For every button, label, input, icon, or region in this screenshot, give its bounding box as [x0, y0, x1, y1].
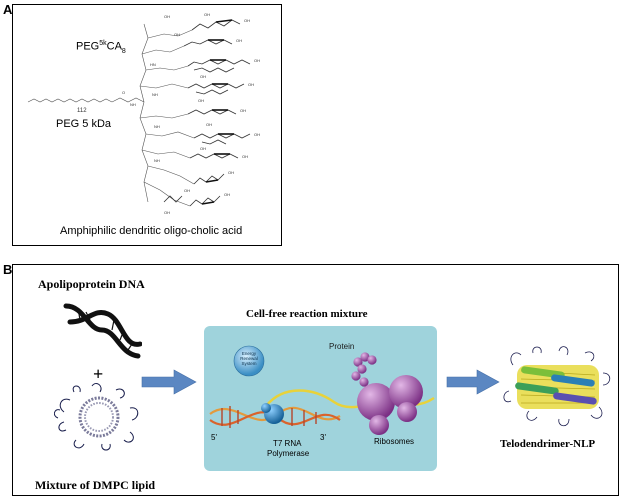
- svg-text:OH: OH: [240, 108, 246, 113]
- panel-a-letter: A: [3, 2, 13, 17]
- five-prime-label: 5': [211, 433, 217, 442]
- svg-text:OH: OH: [164, 14, 170, 19]
- svg-text:OH: OH: [248, 82, 254, 87]
- dendrimer-structure: OH OH OH OH OH OH OH OH OH OH OH OH OH OH OH OH O…: [27, 12, 260, 215]
- peg-repeat-number: 112: [77, 108, 87, 114]
- svg-text:OH: OH: [254, 132, 260, 137]
- peg-ca-title-mid: CA: [106, 40, 122, 53]
- svg-text:OH: OH: [164, 210, 170, 215]
- arrow-to-product: [446, 369, 500, 395]
- svg-text:OH: OH: [236, 38, 242, 43]
- peg-ca-title-sub: 8: [121, 47, 126, 55]
- plus-sign: +: [93, 364, 104, 384]
- product-label: Telodendrimer-NLP: [500, 438, 596, 450]
- svg-text:OH: OH: [198, 98, 204, 103]
- svg-text:NH: NH: [154, 124, 160, 129]
- svg-text:OH: OH: [206, 122, 212, 127]
- dna-label: Apolipoprotein DNA: [38, 277, 145, 291]
- svg-text:NH: NH: [152, 92, 158, 97]
- reaction-title: Cell-free reaction mixture: [246, 308, 368, 320]
- lipid-label: Mixture of DMPC lipid: [35, 478, 156, 492]
- ribosome-large-1: [357, 383, 395, 421]
- svg-text:NH: NH: [154, 158, 160, 163]
- svg-text:HN: HN: [150, 62, 156, 67]
- ribosomes-label: Ribosomes: [374, 437, 415, 446]
- polymerase-label-line2: Polymerase: [267, 449, 310, 458]
- panel-a-frame: [12, 4, 282, 246]
- arrow-to-reaction: [141, 369, 197, 395]
- reaction-illustration: [209, 345, 435, 435]
- peg-ca-title-sup: 5k: [99, 40, 107, 47]
- panel-b-letter: B: [3, 262, 13, 277]
- dna-helix-icon: [63, 303, 142, 359]
- protein-label: Protein: [329, 342, 355, 351]
- svg-text:OH: OH: [204, 12, 210, 17]
- svg-text:OH: OH: [184, 188, 190, 193]
- panel-b-frame: [12, 264, 619, 496]
- svg-text:OH: OH: [200, 146, 206, 151]
- peg-ca-title-base: PEG: [76, 40, 100, 53]
- svg-text:OH: OH: [242, 154, 248, 159]
- polymerase-label-line1: T7 RNA: [273, 439, 302, 448]
- protein-chain: [351, 352, 377, 387]
- panel-a-caption: Amphiphilic dendritic oligo-cholic acid: [60, 225, 243, 237]
- svg-text:O: O: [122, 90, 125, 95]
- svg-text:OH: OH: [174, 32, 180, 37]
- ribosome-large-2: [389, 375, 423, 409]
- energy-label: Energy Renewal System: [240, 351, 258, 366]
- peg-chain: [27, 98, 113, 103]
- svg-text:NH: NH: [130, 102, 136, 107]
- lipid-vesicle-icon: [54, 383, 139, 451]
- three-prime-label: 3': [320, 433, 326, 442]
- svg-text:OH: OH: [200, 74, 206, 79]
- telodendrimer-nlp-icon: [503, 346, 611, 427]
- svg-text:OH: OH: [244, 18, 250, 23]
- energy-renewal-sphere: [233, 345, 265, 377]
- svg-text:OH: OH: [228, 170, 234, 175]
- svg-text:OH: OH: [224, 192, 230, 197]
- svg-text:OH: OH: [254, 58, 260, 63]
- peg-label: PEG 5 kDa: [56, 118, 112, 130]
- peg-ca-title: PEG5kCA8: [76, 40, 126, 55]
